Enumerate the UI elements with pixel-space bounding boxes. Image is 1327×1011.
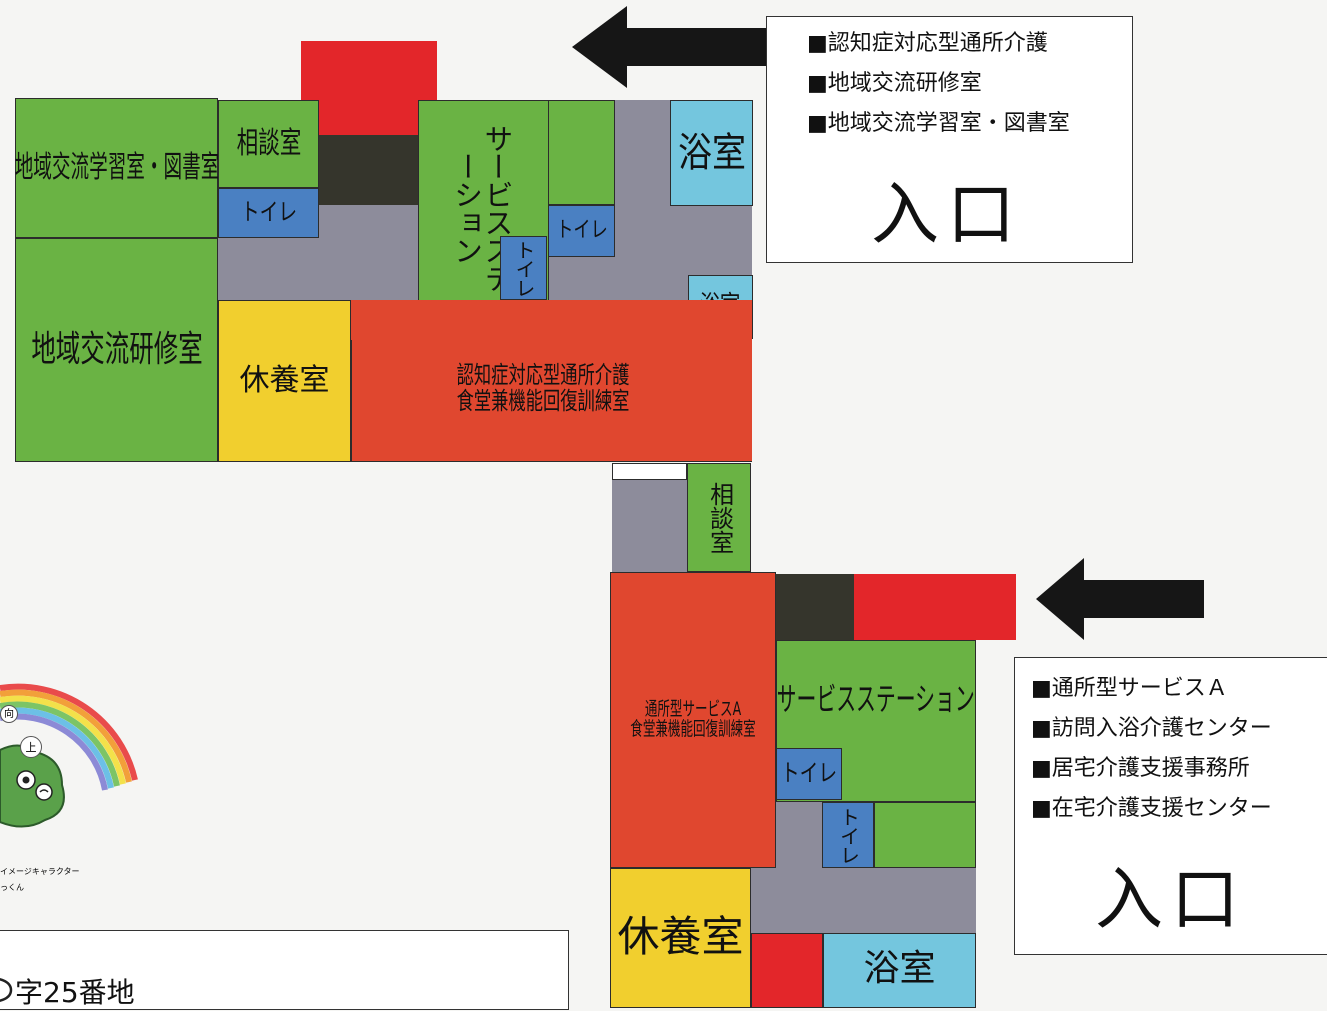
toilet-upper-center: トイレ	[500, 236, 547, 300]
toilet-upper-left-label: トイレ	[240, 198, 297, 227]
mascot-sign-1-text: 向	[4, 709, 14, 720]
upper-entrance-lobby	[318, 135, 420, 205]
bath-lower: 浴室	[823, 933, 976, 1008]
toilet-lower-a-label: トイレ	[780, 759, 838, 788]
arrow-lower-entrance-icon	[1036, 558, 1204, 640]
toilet-lower-b-label: トイレ	[836, 806, 861, 864]
bath-upper-large-label: 浴室	[677, 130, 746, 176]
arrow-upper-entrance-icon	[572, 6, 782, 88]
room-consult-connector-label: 相談室	[705, 481, 734, 554]
connector-opening	[612, 463, 687, 480]
upper-entrance-info-box: ■認知症対応型通所介護 ■地域交流研修室 ■地域交流学習室・図書室 入口	[766, 16, 1133, 263]
toilet-lower-a: トイレ	[776, 748, 842, 800]
upper-entrance-label: 入口	[871, 176, 1024, 255]
rest-room-lower: 休養室	[610, 868, 751, 1008]
lower-entrance-lobby	[776, 574, 854, 640]
rest-room-upper-label: 休養室	[239, 363, 330, 399]
room-training-label: 地域交流研修室	[30, 329, 203, 371]
lower-entrance-info-box: ■通所型サービスＡ ■訪問入浴介護センター ■居宅介護支援事務所 ■在宅介護支援…	[1014, 657, 1327, 955]
mascot-sign-2: 上	[20, 736, 42, 758]
address-box: 字25番地	[0, 930, 569, 1010]
upper-entrance-block	[301, 41, 437, 135]
bath-upper-large: 浴室	[670, 100, 753, 206]
lower-facility-4: ■在宅介護支援センター	[1031, 796, 1272, 821]
toilet-upper-right: トイレ	[548, 205, 615, 257]
dining-lower-line1: 通所型サービスA	[644, 698, 742, 721]
room-small-green	[548, 100, 615, 205]
room-lower-small-green	[874, 802, 976, 868]
room-library-label: 地域交流学習室・図書室	[14, 150, 219, 186]
dining-upper-text: 認知症対応型通所介護 食堂兼機能回復訓練室	[355, 362, 730, 415]
dining-upper-notch	[351, 300, 615, 340]
address-partial-glyph-icon	[0, 977, 13, 1003]
dining-upper-line2: 食堂兼機能回復訓練室	[456, 387, 629, 416]
room-lower-red-small	[751, 933, 823, 1008]
mascot-sign-1: 向	[0, 705, 18, 723]
dining-upper-line1: 認知症対応型通所介護	[456, 361, 629, 389]
lower-facility-3: ■居宅介護支援事務所	[1031, 756, 1250, 781]
connector-corridor	[612, 480, 687, 572]
room-consult-label: 相談室	[236, 126, 301, 162]
service-station-lower-label: サービスステーション	[776, 680, 976, 718]
mascot-character-icon	[0, 744, 65, 828]
toilet-upper-left: トイレ	[218, 188, 319, 238]
mascot-caption-1: イメージキャラクター	[0, 867, 80, 876]
mascot-sign-2-text: 上	[25, 741, 37, 754]
upper-facility-1: ■認知症対応型通所介護	[807, 31, 1048, 56]
rest-room-upper: 休養室	[218, 300, 351, 462]
upper-facility-2: ■地域交流研修室	[807, 71, 982, 96]
address-text: 字25番地	[15, 976, 135, 1009]
room-consult: 相談室	[218, 100, 319, 188]
dining-lower-line2: 食堂兼機能回復訓練室	[630, 718, 756, 740]
toilet-upper-center-label: トイレ	[512, 239, 536, 297]
mascot-logo: 向 上 イメージキャラクター っくん	[0, 660, 140, 900]
room-training: 地域交流研修室	[15, 238, 218, 462]
bath-lower-label: 浴室	[863, 948, 936, 989]
dining-lower: 通所型サービスA 食堂兼機能回復訓練室	[610, 572, 776, 868]
lower-facility-1: ■通所型サービスＡ	[1031, 676, 1228, 701]
rainbow-icon	[0, 683, 138, 791]
rest-room-lower-label: 休養室	[617, 912, 744, 961]
toilet-lower-b: トイレ	[822, 802, 874, 868]
lower-entrance-label: 入口	[1095, 861, 1248, 940]
room-library: 地域交流学習室・図書室	[14, 98, 219, 238]
lower-facility-2: ■訪問入浴介護センター	[1031, 716, 1272, 741]
upper-facility-3: ■地域交流学習室・図書室	[807, 111, 1070, 136]
mascot-caption-2: っくん	[0, 883, 24, 892]
toilet-upper-right-label: トイレ	[555, 218, 608, 244]
room-consult-connector: 相談室	[687, 463, 751, 572]
lower-entrance-block	[854, 574, 1016, 640]
